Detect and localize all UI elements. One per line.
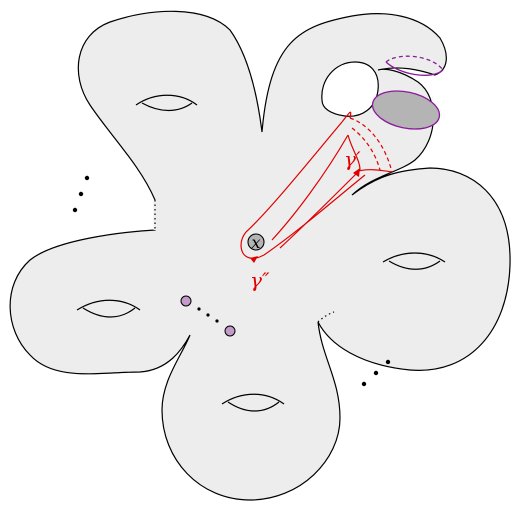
basepoint-label: x (251, 233, 260, 252)
puncture-2 (224, 325, 236, 337)
handle-right (382, 252, 446, 270)
boundary-disk (371, 90, 441, 130)
boundary-top-dashed (385, 55, 444, 71)
surface-body (9, 10, 511, 501)
ellipsis-dots-upper-left (72, 175, 90, 213)
handle-bottom (221, 393, 285, 412)
surface-cut-right-dots (317, 311, 335, 323)
handle-top (135, 94, 198, 112)
puncture-1 (180, 295, 192, 307)
handle-left (76, 299, 141, 318)
curve-dashed-back (349, 117, 393, 173)
boundary-top-solid (385, 61, 444, 76)
gamma-prime-label: γ′ (344, 147, 361, 171)
curve-gamma-prime (271, 134, 393, 249)
ellipsis-dots-punctures (197, 307, 219, 323)
ellipsis-dots-lower-right (361, 359, 391, 387)
gamma-double-prime-label: γ″ (250, 268, 270, 292)
basepoint-disk (247, 233, 265, 251)
curve-arrows (250, 168, 360, 263)
